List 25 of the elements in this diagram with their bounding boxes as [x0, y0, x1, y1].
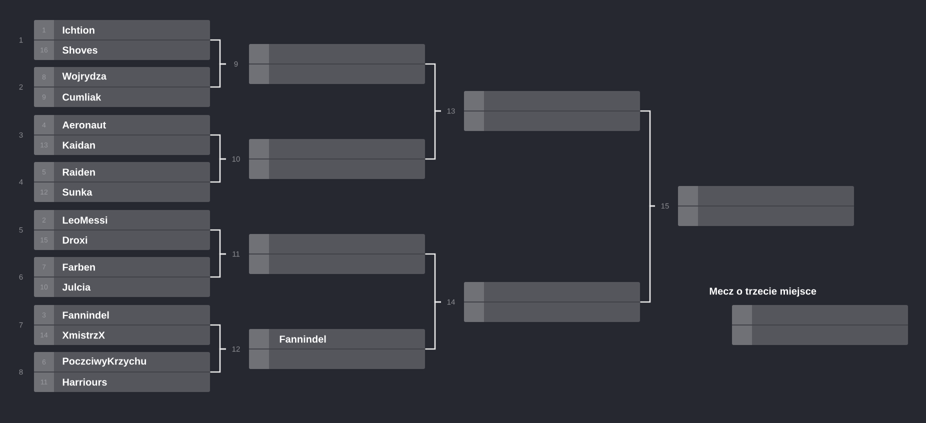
player-name: Ichtion — [62, 26, 94, 34]
player-name: Shoves — [62, 46, 98, 54]
bracket-line — [210, 348, 226, 373]
bracket-line — [425, 301, 441, 350]
bracket-line — [425, 110, 441, 160]
player-name: LeoMessi — [62, 216, 108, 224]
player-name: Fannindel — [62, 311, 109, 319]
bracket-line — [640, 205, 655, 303]
player-name: Cumliak — [62, 93, 102, 101]
bracket-line — [210, 63, 226, 88]
player-name: Sunka — [62, 188, 92, 196]
player-name: Kaidan — [62, 141, 95, 149]
player-name: Julcia — [62, 283, 91, 291]
player-name: Fannindel — [280, 335, 326, 343]
player-name: Raiden — [62, 168, 95, 176]
player-name: Farben — [62, 263, 95, 271]
heading: Mecz o trzecie miejsce — [710, 287, 816, 297]
player-name: Droxi — [62, 236, 88, 244]
player-name: XmistrzX — [62, 331, 105, 339]
player-name: Harriours — [62, 378, 107, 386]
bracket-line — [210, 158, 226, 183]
bracket-line — [210, 253, 226, 278]
player-name: PoczciwyKrzychu — [62, 357, 146, 367]
player-name: Aeronaut — [62, 122, 106, 128]
player-name: Wojrydza — [62, 72, 107, 82]
